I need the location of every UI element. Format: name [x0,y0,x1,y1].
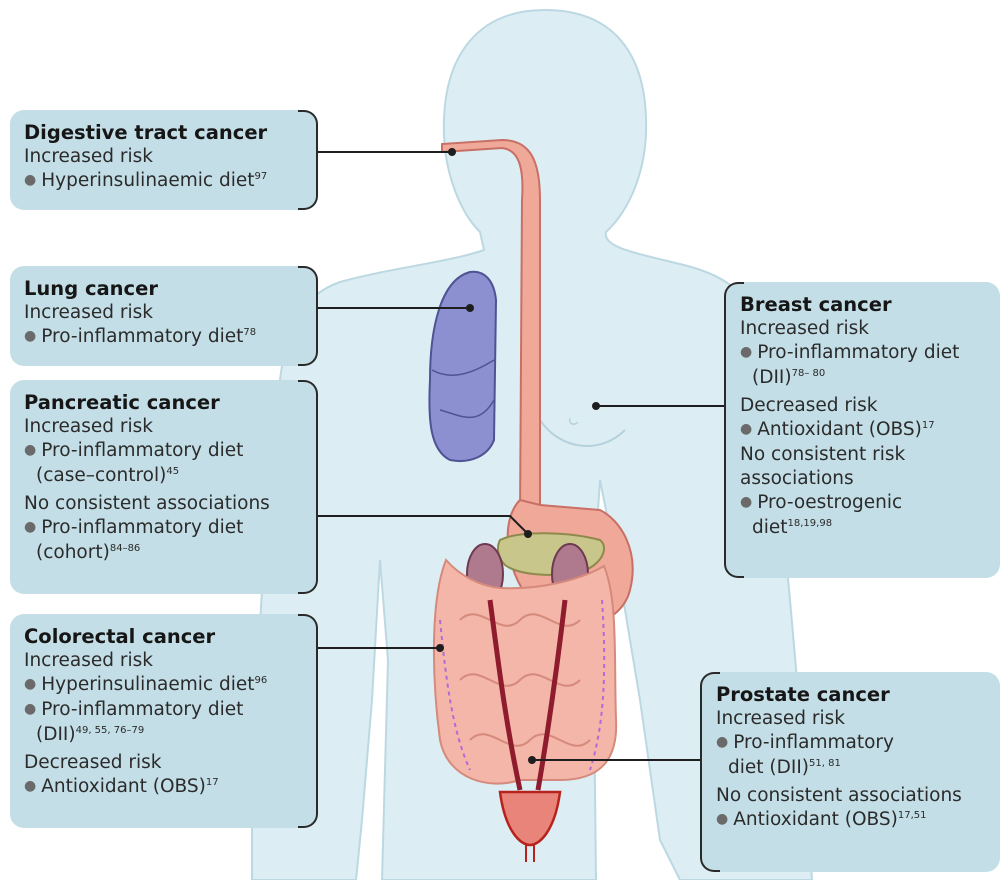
bullet-item: ●Antioxidant (OBS)17,51 [716,808,986,833]
bullet-continuation: (cohort)84–86 [24,541,302,565]
box-title: Pancreatic cancer [24,390,302,415]
bullet-item: ●Hyperinsulinaemic diet97 [24,169,302,194]
risk-heading: Increased risk [740,317,986,341]
colorectal-cancer-box: Colorectal cancer Increased risk ●Hyperi… [10,614,316,828]
bullet-item: ●Pro-inflammatory diet [24,439,302,464]
bullet-item: ●Hyperinsulinaemic diet96 [24,673,302,698]
bullet-item: ●Pro-inflammatory diet [24,516,302,541]
risk-heading-continuation: associations [740,467,986,491]
bullet-item: ●Pro-oestrogenic [740,491,986,516]
digestive-tract-cancer-box: Digestive tract cancer Increased risk ●H… [10,110,316,210]
lung-cancer-box: Lung cancer Increased risk ●Pro-inflamma… [10,266,316,366]
risk-heading: Decreased risk [24,751,302,775]
risk-heading: Increased risk [24,649,302,673]
bullet-item: ●Antioxidant (OBS)17 [740,418,986,443]
risk-heading: Increased risk [24,145,302,169]
bullet-continuation: (case–control)45 [24,464,302,488]
bullet-continuation: diet18,19,98 [740,516,986,540]
box-title: Prostate cancer [716,682,986,707]
bullet-item: ●Pro-inflammatory [716,731,986,756]
box-title: Digestive tract cancer [24,120,302,145]
box-title: Lung cancer [24,276,302,301]
box-title: Breast cancer [740,292,986,317]
risk-heading: No consistent risk [740,443,986,467]
bullet-item: ●Pro-inflammatory diet [24,698,302,723]
bullet-continuation: (DII)78– 80 [740,366,986,390]
pancreatic-cancer-box: Pancreatic cancer Increased risk ●Pro-in… [10,380,316,594]
box-title: Colorectal cancer [24,624,302,649]
bullet-item: ●Antioxidant (OBS)17 [24,775,302,800]
risk-heading: Increased risk [24,301,302,325]
risk-heading: Increased risk [24,415,302,439]
bullet-item: ●Pro-inflammatory diet78 [24,325,302,350]
prostate-cancer-box: Prostate cancer Increased risk ●Pro-infl… [702,672,1000,872]
breast-cancer-box: Breast cancer Increased risk ●Pro-inflam… [726,282,1000,578]
risk-heading: Decreased risk [740,394,986,418]
bullet-continuation: diet (DII)51, 81 [716,756,986,780]
bullet-continuation: (DII)49, 55, 76–79 [24,723,302,747]
risk-heading: No consistent associations [716,784,986,808]
risk-heading: Increased risk [716,707,986,731]
risk-heading: No consistent associations [24,492,302,516]
bullet-item: ●Pro-inflammatory diet [740,341,986,366]
